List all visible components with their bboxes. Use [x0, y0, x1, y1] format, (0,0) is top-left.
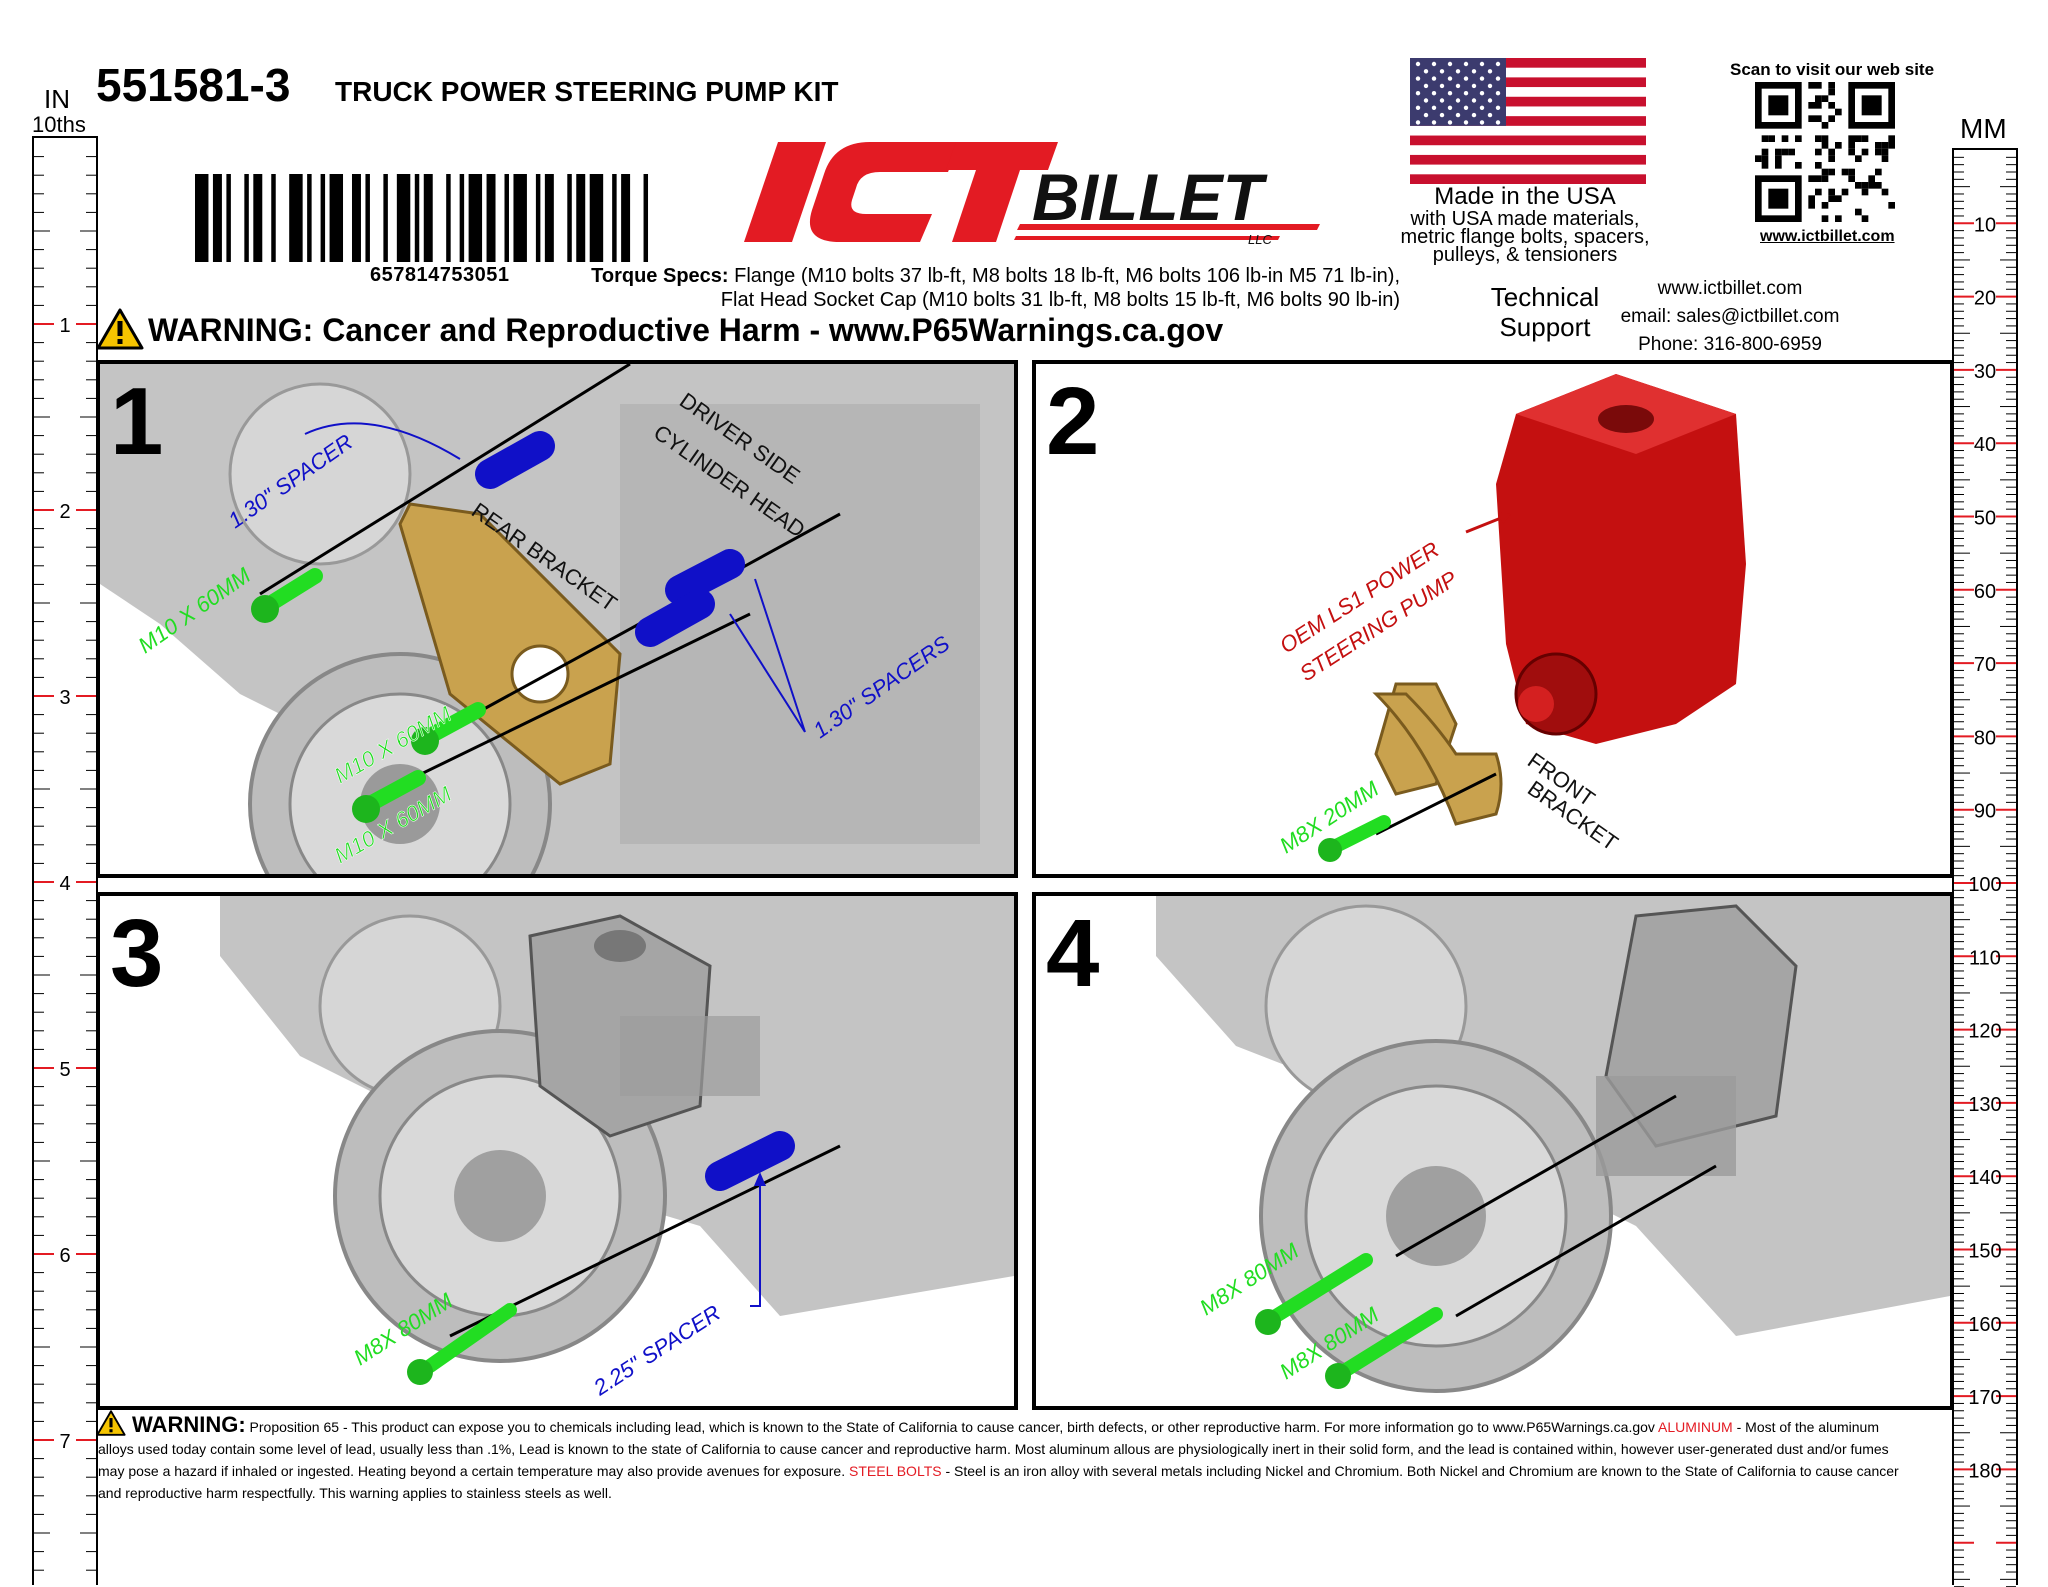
qr-caption: Scan to visit our web site	[1730, 60, 1935, 79]
logo-llc-text: LLC	[1248, 232, 1272, 247]
usa-line-1: with USA made materials,	[1410, 208, 1640, 230]
logo-billet-text: BILLET	[1032, 160, 1268, 234]
rulerR-label: 80	[1974, 727, 1996, 749]
bolt-m8-80	[407, 1303, 517, 1385]
step-2-number: 2	[1046, 368, 1100, 475]
inch-ruler: 1 2 3 4 5 6 7	[32, 136, 98, 1585]
spacer-mid-a	[665, 549, 745, 605]
rulerR-label: 180	[1968, 1460, 2001, 1482]
support-label-2: Support	[1499, 312, 1591, 342]
step-2-panel: OEM LS1 POWER STEERING PUMP M8X 20MM FRO…	[1032, 360, 1954, 878]
rulerL-label: 3	[59, 687, 70, 709]
bolt-m10-mid	[411, 702, 486, 755]
torque-specs: Torque Specs: Flange (M10 bolts 37 lb-ft…	[540, 264, 1400, 312]
step-1-panel: 1.30" SPACER M10 X 60MM M10 X 60MM M10 X…	[96, 360, 1018, 878]
ict-billet-logo: BILLET LLC	[744, 142, 1320, 247]
spacer-mid-b	[635, 589, 715, 647]
bolt-m8-80-b	[1325, 1307, 1443, 1389]
step-1-illustration: 1.30" SPACER M10 X 60MM M10 X 60MM M10 X…	[100, 364, 1014, 874]
bolt-m10-low	[352, 770, 426, 823]
prop65-footer: WARNING: Proposition 65 - This product c…	[98, 1414, 1918, 1504]
torque-label: Torque Specs:	[591, 265, 729, 287]
support-email[interactable]: email: sales@ictbillet.com	[1620, 306, 1840, 327]
rulerR-label: 60	[1974, 581, 1996, 603]
rulerR-label: 150	[1968, 1241, 2001, 1263]
rulerL-label: 4	[59, 873, 70, 895]
rulerR-label: 100	[1968, 874, 2001, 896]
ruler-in-subunit: 10ths	[32, 112, 86, 137]
rulerR-label: 170	[1968, 1387, 2001, 1409]
rulerL-label: 5	[59, 1059, 70, 1081]
rulerR-label: 20	[1974, 288, 1996, 310]
usa-title: Made in the USA	[1434, 183, 1616, 210]
rulerL-label: 2	[59, 501, 70, 523]
bolt-m8-20	[1318, 815, 1391, 862]
rulerR-label: 70	[1974, 654, 1996, 676]
rulerR-label: 90	[1974, 801, 1996, 823]
made-in-usa: Made in the USA with USA made materials,…	[1400, 183, 1650, 266]
rulerR-label: 10	[1974, 214, 1996, 236]
part-number: 551581-3	[96, 59, 291, 111]
step-2-illustration: OEM LS1 POWER STEERING PUMP M8X 20MM FRO…	[1275, 374, 1746, 862]
qr-website-link[interactable]: www.ictbillet.com	[1760, 228, 1895, 245]
bolt-m10-top	[251, 568, 323, 623]
rulerR-label: 140	[1968, 1167, 2001, 1189]
footer-steel-label: STEEL BOLTS	[849, 1463, 942, 1479]
torque-line-2: Flat Head Socket Cap (M10 bolts 31 lb-ft…	[720, 289, 1400, 311]
rulerL-ticks: 1 2 3 4 5 6 7	[34, 156, 96, 1571]
upc-number: 657814753051	[370, 264, 510, 286]
kit-title: TRUCK POWER STEERING PUMP KIT	[335, 76, 839, 107]
spacer-225	[705, 1131, 795, 1191]
rulerL-label: 6	[59, 1245, 70, 1267]
rulerL-label: 1	[59, 315, 70, 337]
step-1-number: 1	[110, 368, 164, 475]
rulerL-label: 7	[59, 1431, 70, 1453]
step-4-illustration: M8X 80MM M8X 80MM	[1156, 896, 1950, 1393]
step-4-number: 4	[1046, 900, 1100, 1007]
support-phone: Phone: 316-800-6959	[1638, 334, 1822, 355]
support-website[interactable]: www.ictbillet.com	[1657, 278, 1803, 299]
footer-warning-icon	[96, 1410, 126, 1436]
ruler-mm-unit: MM	[1960, 113, 2007, 144]
step-3-number: 3	[110, 900, 164, 1007]
contact-info: www.ictbillet.com email: sales@ictbillet…	[1600, 275, 1860, 359]
footer-text-2: - Most of the aluminum alloys used today…	[98, 1419, 1889, 1479]
rulerR-ticks: 10 20 30 40 50 60 70 80 90 100 110 120 130 140 150 160 1…	[1954, 156, 2016, 1587]
footer-warning-label: WARNING:	[132, 1412, 246, 1437]
technical-support-label: Technical Support	[1470, 282, 1620, 342]
rulerR-label: 160	[1968, 1314, 2001, 1336]
rulerR-label: 30	[1974, 361, 1996, 383]
ruler-in-unit: IN	[44, 84, 70, 114]
footer-text-3: - Steel is an iron alloy with several me…	[98, 1463, 1899, 1501]
rulerR-label: 50	[1974, 508, 1996, 530]
rulerR-label: 40	[1974, 434, 1996, 456]
support-label-1: Technical	[1490, 282, 1600, 312]
mm-ruler: 10 20 30 40 50 60 70 80 90 100 110 120 130 140 150 160 1…	[1952, 148, 2018, 1587]
usa-line-3: pulleys, & tensioners	[1432, 244, 1618, 266]
bolt-m8-80-a	[1255, 1253, 1373, 1335]
torque-line-1: Flange (M10 bolts 37 lb-ft, M8 bolts 18 …	[734, 265, 1400, 287]
step-4-panel: M8X 80MM M8X 80MM 4	[1032, 892, 1954, 1410]
prop65-warning-headline: WARNING: Cancer and Reproductive Harm - …	[148, 312, 1224, 348]
footer-text-1: Proposition 65 - This product can expose…	[245, 1419, 1659, 1435]
usa-line-2: metric flange bolts, spacers,	[1400, 226, 1650, 248]
qr-code-icon[interactable]	[1755, 82, 1895, 222]
warning-icon	[96, 308, 144, 350]
us-flag-icon	[1410, 58, 1646, 184]
barcode-image	[195, 174, 649, 262]
spacer-top	[475, 431, 555, 489]
step-3-illustration: M8X 80MM 2.25" SPACER	[220, 896, 1014, 1401]
rulerR-label: 110	[1969, 947, 2001, 969]
rulerR-label: 120	[1968, 1021, 2001, 1043]
footer-aluminum-label: ALUMINUM	[1658, 1419, 1733, 1435]
step-3-panel: M8X 80MM 2.25" SPACER 3	[96, 892, 1018, 1410]
rulerR-label: 130	[1968, 1094, 2001, 1116]
